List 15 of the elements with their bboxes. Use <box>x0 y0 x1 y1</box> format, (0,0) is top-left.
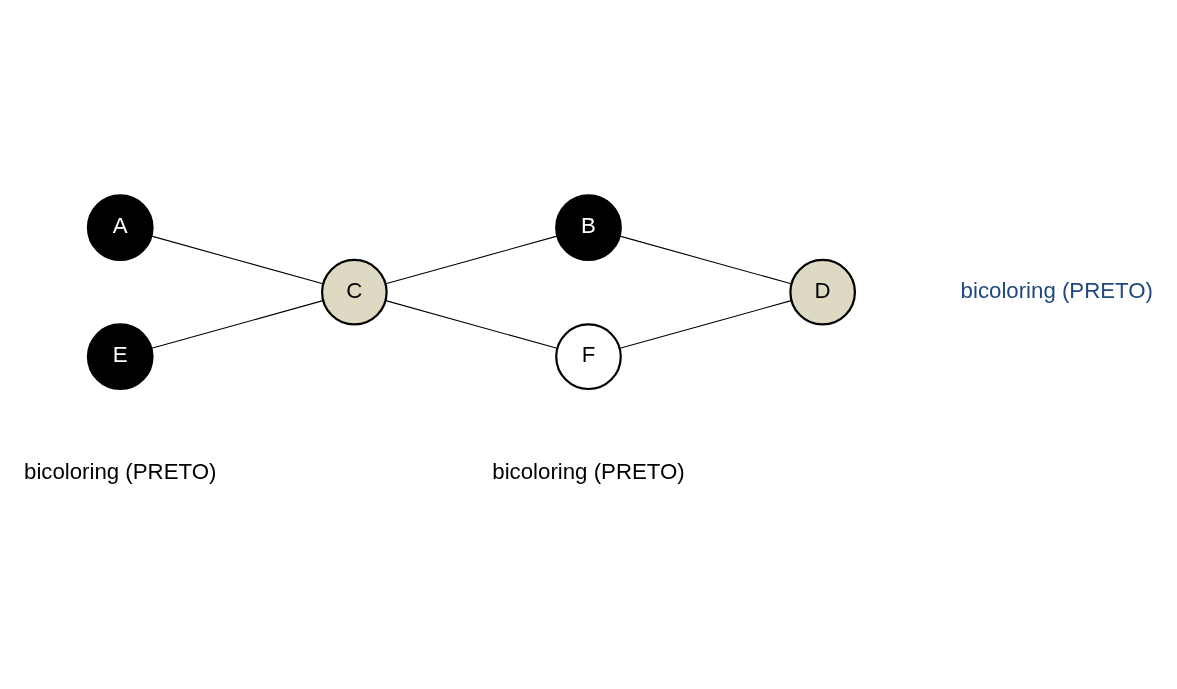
connector <box>385 300 558 349</box>
node-label: bicoloring (PRETO) <box>24 459 217 485</box>
node-label: bicoloring (PRETO) <box>492 459 685 485</box>
node-circle: E <box>86 323 154 391</box>
connector <box>151 235 324 285</box>
connector <box>619 235 792 285</box>
label: bicoloring (PRETO) <box>960 277 1153 303</box>
connector <box>385 235 558 285</box>
node-circle: B <box>555 194 622 262</box>
connector <box>151 300 324 349</box>
node-circle: F <box>555 323 622 391</box>
connector <box>619 300 792 349</box>
node-circle: C <box>321 258 388 326</box>
node-circle: A <box>86 194 154 262</box>
node-circle: D <box>789 258 856 326</box>
